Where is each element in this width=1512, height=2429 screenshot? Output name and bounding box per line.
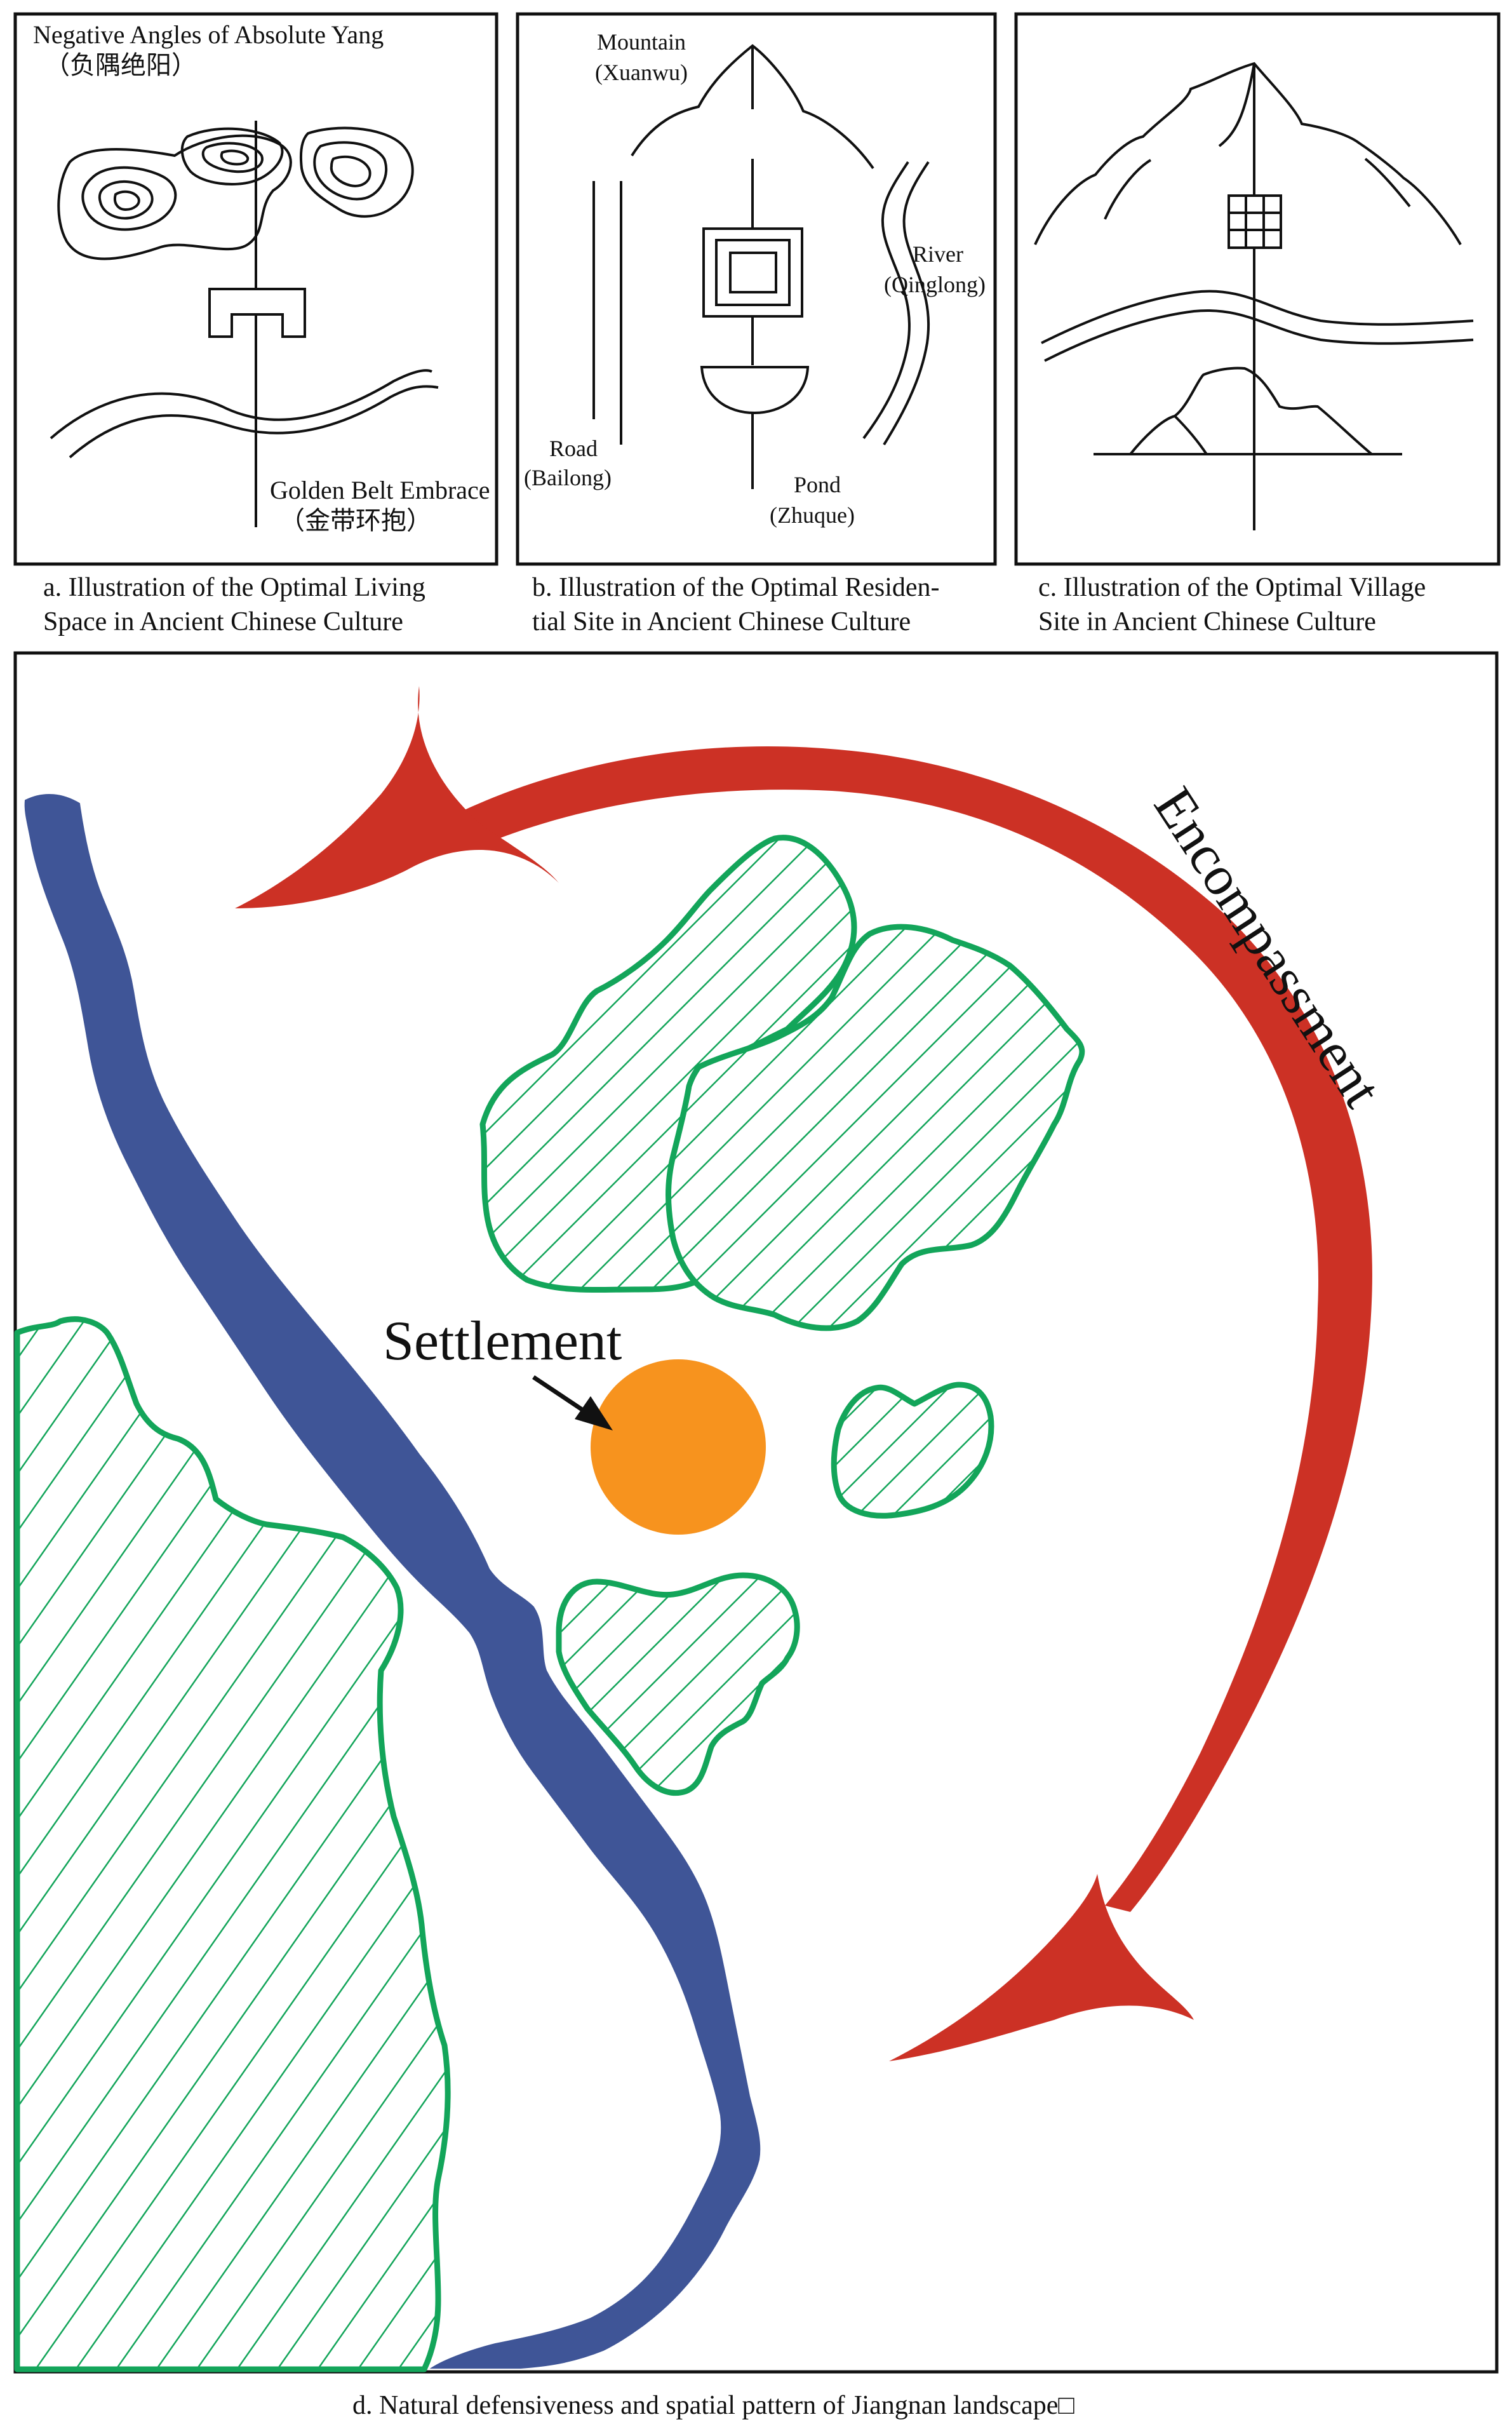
panel-b-river-en: River xyxy=(913,241,963,267)
panel-b-pond xyxy=(700,366,810,415)
panel-a-building xyxy=(208,288,306,338)
panel-c-village-grid xyxy=(1228,194,1282,249)
vegetation-area-upper-left-lobe xyxy=(479,835,857,1293)
encompassment-label: Encompassment xyxy=(1142,777,1393,1118)
panel-a-label-bottom-zh: （金带环抱） xyxy=(279,506,432,535)
panel-c-river xyxy=(1041,290,1474,362)
panel-a-label-bottom-en: Golden Belt Embrace xyxy=(270,476,490,504)
panel-c-frame xyxy=(1014,12,1501,566)
panel-b-residence xyxy=(702,227,803,318)
vegetation-area-upper-right-lobe xyxy=(666,924,1085,1331)
panel-b-mountain-name: (Xuanwu) xyxy=(595,60,688,85)
panel-c-caption-1: c. Illustration of the Optimal Village xyxy=(1038,573,1426,602)
panel-b-river-name: (Qinglong) xyxy=(884,272,986,297)
panel-b-road-en: Road xyxy=(549,436,598,461)
panel-c-caption-2: Site in Ancient Chinese Culture xyxy=(1038,607,1376,636)
panel-a: Negative Angles of Absolute Yang （负隅绝阳） … xyxy=(13,12,498,636)
contour-mountains xyxy=(57,126,414,260)
river xyxy=(24,793,761,2369)
panel-b-frame xyxy=(516,12,997,566)
encompassment-arrow xyxy=(235,686,1372,2061)
vegetation-area-lower-mid xyxy=(556,1572,800,1796)
vegetation-area-left xyxy=(14,1316,451,2372)
panel-a-label-top-zh: （负隅绝阳） xyxy=(44,51,197,79)
panel-c: c. Illustration of the Optimal Village S… xyxy=(1014,12,1501,636)
panel-b-pond-name: (Zhuque) xyxy=(770,502,855,528)
panel-a-caption-2: Space in Ancient Chinese Culture xyxy=(43,607,403,636)
panel-c-inner-ridges xyxy=(1104,63,1411,220)
panel-b-caption-2: tial Site in Ancient Chinese Culture xyxy=(532,607,911,636)
settlement-marker xyxy=(591,1359,766,1535)
panel-a-frame xyxy=(13,12,498,566)
settlement-pointer-arrow xyxy=(532,1375,613,1430)
panel-b-caption-1: b. Illustration of the Optimal Residen- xyxy=(532,573,940,602)
panel-b-river xyxy=(862,161,930,446)
settlement-label: Settlement xyxy=(383,1310,622,1372)
panel-c-lower-ridge xyxy=(1174,415,1208,455)
panel-b-mountain-en: Mountain xyxy=(597,29,686,55)
panel-b-road-name: (Bailong) xyxy=(524,465,612,490)
panel-b-pond-en: Pond xyxy=(794,472,841,497)
panel-a-label-top-en: Negative Angles of Absolute Yang xyxy=(33,20,384,49)
panel-d: Settlement Encompassment d. Natural defe… xyxy=(13,651,1499,2420)
vegetation-area-small-right xyxy=(831,1382,994,1519)
panel-d-caption: d. Natural defensiveness and spatial pat… xyxy=(352,2391,1074,2420)
panel-c-lower-hills xyxy=(1129,367,1373,455)
panel-b: Mountain (Xuanwu) River (Qinglong) Roa xyxy=(516,12,997,636)
panel-b-road xyxy=(592,181,622,445)
golden-belt-river xyxy=(50,369,439,459)
panel-a-caption-1: a. Illustration of the Optimal Living xyxy=(43,573,425,602)
